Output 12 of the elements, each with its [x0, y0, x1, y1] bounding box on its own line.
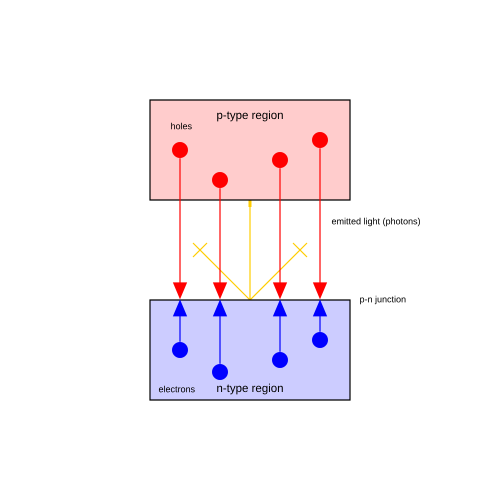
particle-dot	[272, 352, 288, 368]
region-box: holes p-type region	[149, 99, 351, 201]
particle-dot	[312, 332, 328, 348]
particle-dot	[172, 342, 188, 358]
particle-dot	[212, 172, 228, 188]
particle-dot	[212, 364, 228, 380]
region-box: electrons n-type region	[149, 299, 351, 401]
particle-dot	[272, 152, 288, 168]
text-label: p-n junction	[360, 296, 406, 304]
text-label: emitted light (photons)	[332, 218, 420, 226]
particle-dot	[172, 142, 188, 158]
particle-dot	[312, 132, 328, 148]
